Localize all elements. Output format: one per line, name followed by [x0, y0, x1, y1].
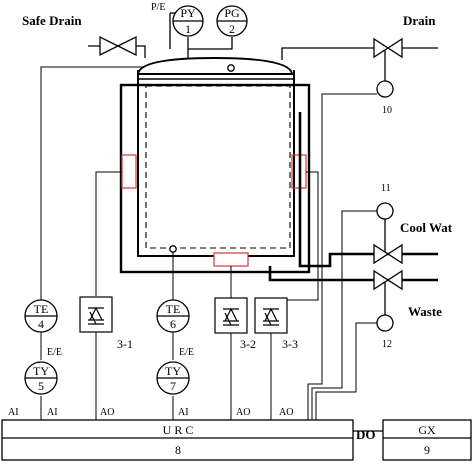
ty5-tag: TY	[33, 364, 49, 378]
safe-drain-label: Safe Drain	[22, 13, 82, 28]
ty5-num: 5	[38, 379, 44, 393]
valve-11-number: 11	[381, 183, 391, 194]
valve-11-actuator-icon[interactable]	[376, 202, 394, 220]
valves	[99, 35, 403, 291]
field-instruments	[24, 299, 190, 395]
valve-actuators	[376, 80, 394, 332]
vessel-lid	[136, 56, 294, 75]
h31-to-heater	[95, 171, 122, 296]
heater-controller-3-2[interactable]	[214, 297, 248, 334]
io-ao-2: AO	[236, 407, 250, 418]
io-ao-1: AO	[100, 407, 114, 418]
drain-label: Drain	[403, 13, 436, 28]
cool-water-pipe	[298, 112, 438, 268]
ee-label-4: E/E	[47, 347, 62, 358]
heater-3-3-label: 3-3	[282, 337, 298, 351]
text-labels: Safe Drain P/E Drain Cool Wat Waste PY 1…	[8, 2, 453, 457]
waste-label: Waste	[408, 304, 442, 319]
py-num: 1	[185, 22, 191, 36]
py-tag: PY	[180, 6, 196, 20]
gx-number: 9	[424, 443, 430, 457]
io-ai-2: AI	[47, 407, 58, 418]
gx-box[interactable]	[382, 419, 472, 461]
top-instruments	[172, 5, 248, 37]
lid-port-icon	[227, 64, 235, 72]
vessel-outer-jacket	[119, 83, 311, 274]
cool-water-label: Cool Wat	[400, 220, 453, 235]
io-ai-3: AI	[178, 407, 189, 418]
heater-3-1-label: 3-1	[117, 337, 133, 351]
do-line-valve-10	[307, 93, 377, 420]
te4-num: 4	[38, 317, 44, 331]
urc-box[interactable]	[1, 419, 354, 461]
te6-num: 6	[170, 317, 176, 331]
te4-signal-line	[40, 66, 145, 305]
vessel-inner-wall	[137, 70, 295, 257]
valve-12-number: 12	[382, 339, 392, 350]
urc-number: 8	[175, 443, 181, 457]
do-label: DO	[356, 427, 376, 442]
pg-num: 2	[229, 22, 235, 36]
instrument-branch	[187, 37, 233, 58]
do-line-valve-11	[311, 210, 377, 420]
ty7-num: 7	[170, 379, 176, 393]
ty7-tag: TY	[165, 364, 181, 378]
piping	[88, 12, 438, 316]
urc-title: U R C	[163, 423, 194, 437]
heater-controller-3-1[interactable]	[79, 296, 113, 333]
waste-valve-icon[interactable]	[373, 269, 403, 291]
io-ai-1: AI	[8, 407, 19, 418]
bottom-probe-icon	[169, 245, 177, 253]
valve-12-actuator-icon[interactable]	[376, 314, 394, 332]
heater-controllers	[79, 296, 288, 334]
gx-title: GX	[418, 423, 436, 437]
io-ao-3: AO	[279, 407, 293, 418]
do-line-valve-12	[315, 322, 377, 420]
signal-lines	[40, 66, 377, 420]
valve-10-number: 10	[382, 105, 392, 116]
vessel-cavity	[145, 85, 291, 249]
drain-valve-icon[interactable]	[373, 37, 403, 59]
controllers	[1, 419, 472, 461]
ee-label-6: E/E	[179, 347, 194, 358]
pg-tag: PG	[224, 6, 240, 20]
heater-controller-3-3[interactable]	[254, 297, 288, 334]
heater-element-left	[121, 154, 137, 189]
valve-10-actuator-icon[interactable]	[376, 80, 394, 98]
heater-3-2-label: 3-2	[240, 337, 256, 351]
vessel	[119, 56, 311, 274]
cool-water-valve-icon[interactable]	[373, 243, 403, 265]
pe-label: P/E	[151, 2, 165, 13]
te4-tag: TE	[34, 302, 49, 316]
te6-tag: TE	[166, 302, 181, 316]
safe-drain-valve-icon[interactable]	[99, 35, 137, 57]
h33-to-heater	[271, 171, 319, 301]
heater-element-bottom	[213, 252, 249, 267]
drain-pipe	[281, 47, 438, 60]
